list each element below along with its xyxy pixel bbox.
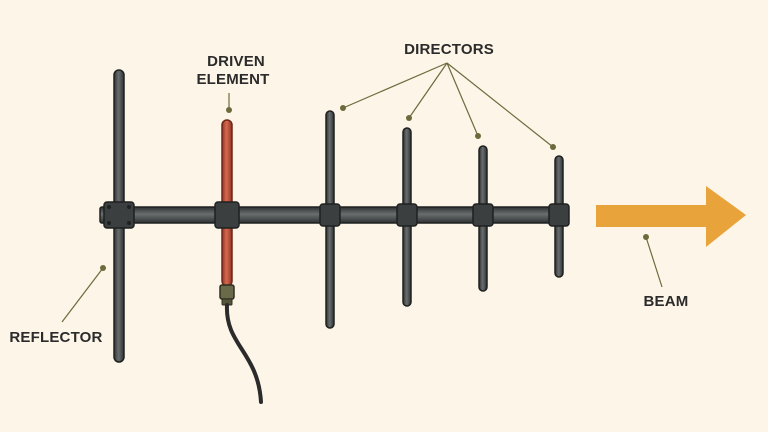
directors-label: DIRECTORS [404, 41, 494, 58]
driven-label-line-1: DRIVEN [207, 53, 265, 70]
beam-label: BEAM [644, 293, 689, 310]
reflector-clamp [103, 201, 135, 229]
beam-arrow [596, 186, 746, 247]
leader-dot [475, 133, 481, 139]
leader-dot [643, 234, 649, 240]
reflector-leader-line [61, 267, 104, 323]
coax-cable [224, 303, 263, 404]
clamp-bolt [107, 221, 111, 225]
reflector-label: REFLECTOR [9, 329, 102, 346]
clamp-bolt [127, 205, 131, 209]
driven-clamp [214, 201, 240, 229]
leader-dot [340, 105, 346, 111]
leader-dot [226, 107, 232, 113]
clamp-bolt [127, 221, 131, 225]
directors-leader-line-3 [446, 62, 479, 137]
leader-dot [550, 144, 556, 150]
director-clamp-2 [396, 203, 418, 227]
feed-connector [219, 284, 235, 300]
director-clamp-3 [472, 203, 494, 227]
leader-dot [100, 265, 106, 271]
directors-leader-line-2 [408, 62, 448, 119]
directors-leader-line-4 [446, 62, 554, 148]
directors-leader-line-1 [342, 62, 448, 109]
clamp-bolt [107, 205, 111, 209]
director-clamp-1 [319, 203, 341, 227]
beam-leader-line [645, 236, 663, 288]
director-clamp-4 [548, 203, 570, 227]
driven-label-line-2: ELEMENT [196, 71, 269, 88]
leader-dot [406, 115, 412, 121]
